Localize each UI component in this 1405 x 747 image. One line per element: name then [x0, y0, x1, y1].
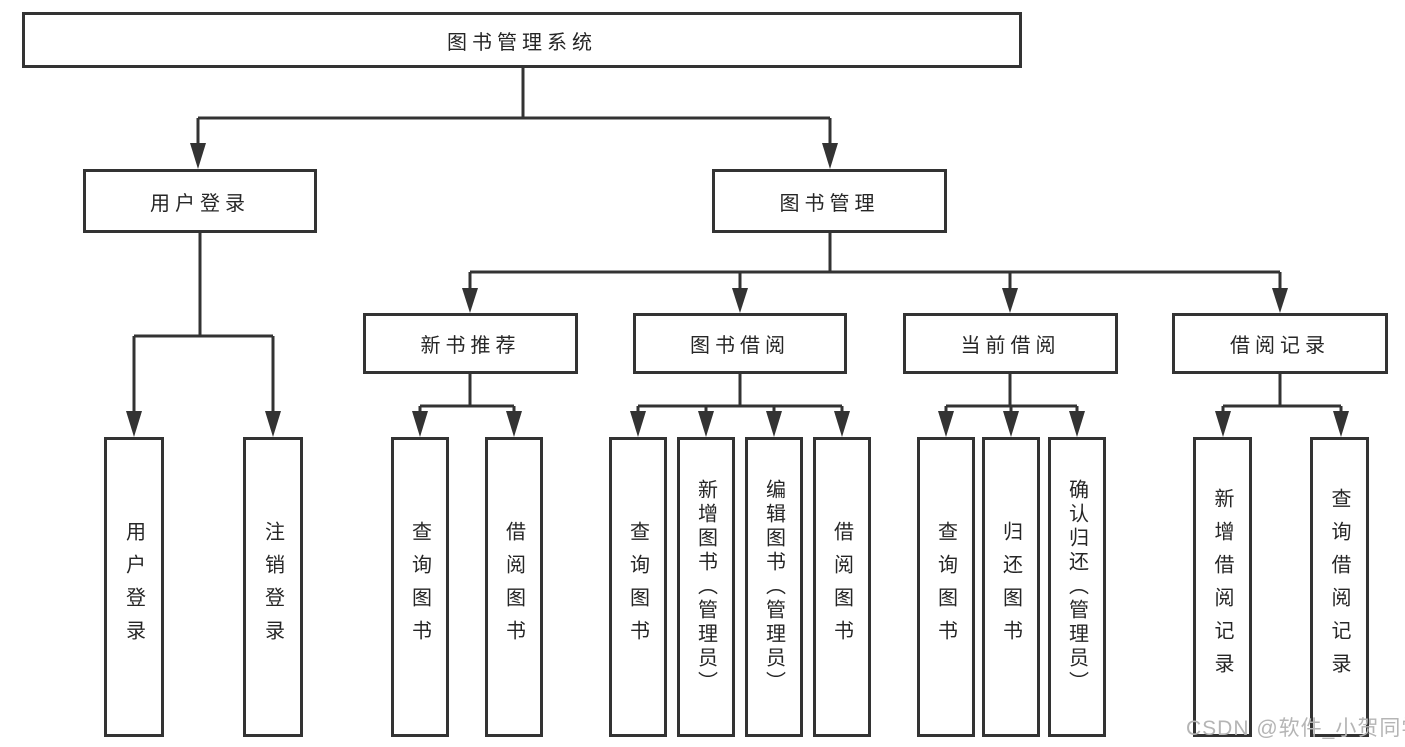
- arrowheads: [126, 143, 1349, 437]
- arrowhead: [630, 411, 646, 437]
- leaf-add-books-admin: 新增图书（管理员）: [677, 437, 735, 737]
- leaf-add-borrow-record: 新增借阅记录: [1193, 437, 1252, 737]
- leaf-query-books-borrowing: 查询图书: [609, 437, 667, 737]
- node-library-management-system: 图书管理系统: [22, 12, 1022, 68]
- arrowhead: [822, 143, 838, 169]
- leaf-borrow-books-recommend: 借阅图书: [485, 437, 543, 737]
- arrowhead: [1069, 411, 1085, 437]
- leaf-logout: 注销登录: [243, 437, 303, 737]
- arrowhead: [732, 288, 748, 313]
- arrowhead: [506, 411, 522, 437]
- arrowhead: [938, 411, 954, 437]
- leaf-user-login: 用户登录: [104, 437, 164, 737]
- arrowhead: [1215, 411, 1231, 437]
- node-current-borrowing: 当前借阅: [903, 313, 1118, 374]
- leaf-query-books-current: 查询图书: [917, 437, 975, 737]
- leaf-borrow-books: 借阅图书: [813, 437, 871, 737]
- node-user-login: 用户登录: [83, 169, 317, 233]
- arrowhead: [265, 411, 281, 437]
- leaf-query-books-recommend: 查询图书: [391, 437, 449, 737]
- arrowhead: [190, 143, 206, 169]
- arrowhead: [126, 411, 142, 437]
- arrowhead: [462, 288, 478, 313]
- arrowhead: [1272, 288, 1288, 313]
- leaf-return-books: 归还图书: [982, 437, 1040, 737]
- leaf-confirm-return-admin: 确认归还（管理员）: [1048, 437, 1106, 737]
- arrowhead: [1333, 411, 1349, 437]
- arrowhead: [698, 411, 714, 437]
- csdn-watermark: CSDN @软件_小贺同学: [1186, 717, 1405, 740]
- connector-lines: [132, 68, 1343, 413]
- node-new-book-recommend: 新书推荐: [363, 313, 578, 374]
- arrowhead: [766, 411, 782, 437]
- arrowhead: [1003, 411, 1019, 437]
- node-borrowing-records: 借阅记录: [1172, 313, 1388, 374]
- leaf-edit-books-admin: 编辑图书（管理员）: [745, 437, 803, 737]
- arrowhead: [834, 411, 850, 437]
- arrowhead: [412, 411, 428, 437]
- node-book-borrowing: 图书借阅: [633, 313, 847, 374]
- node-book-management: 图书管理: [712, 169, 947, 233]
- arrowhead: [1002, 288, 1018, 313]
- leaf-query-borrow-record: 查询借阅记录: [1310, 437, 1369, 737]
